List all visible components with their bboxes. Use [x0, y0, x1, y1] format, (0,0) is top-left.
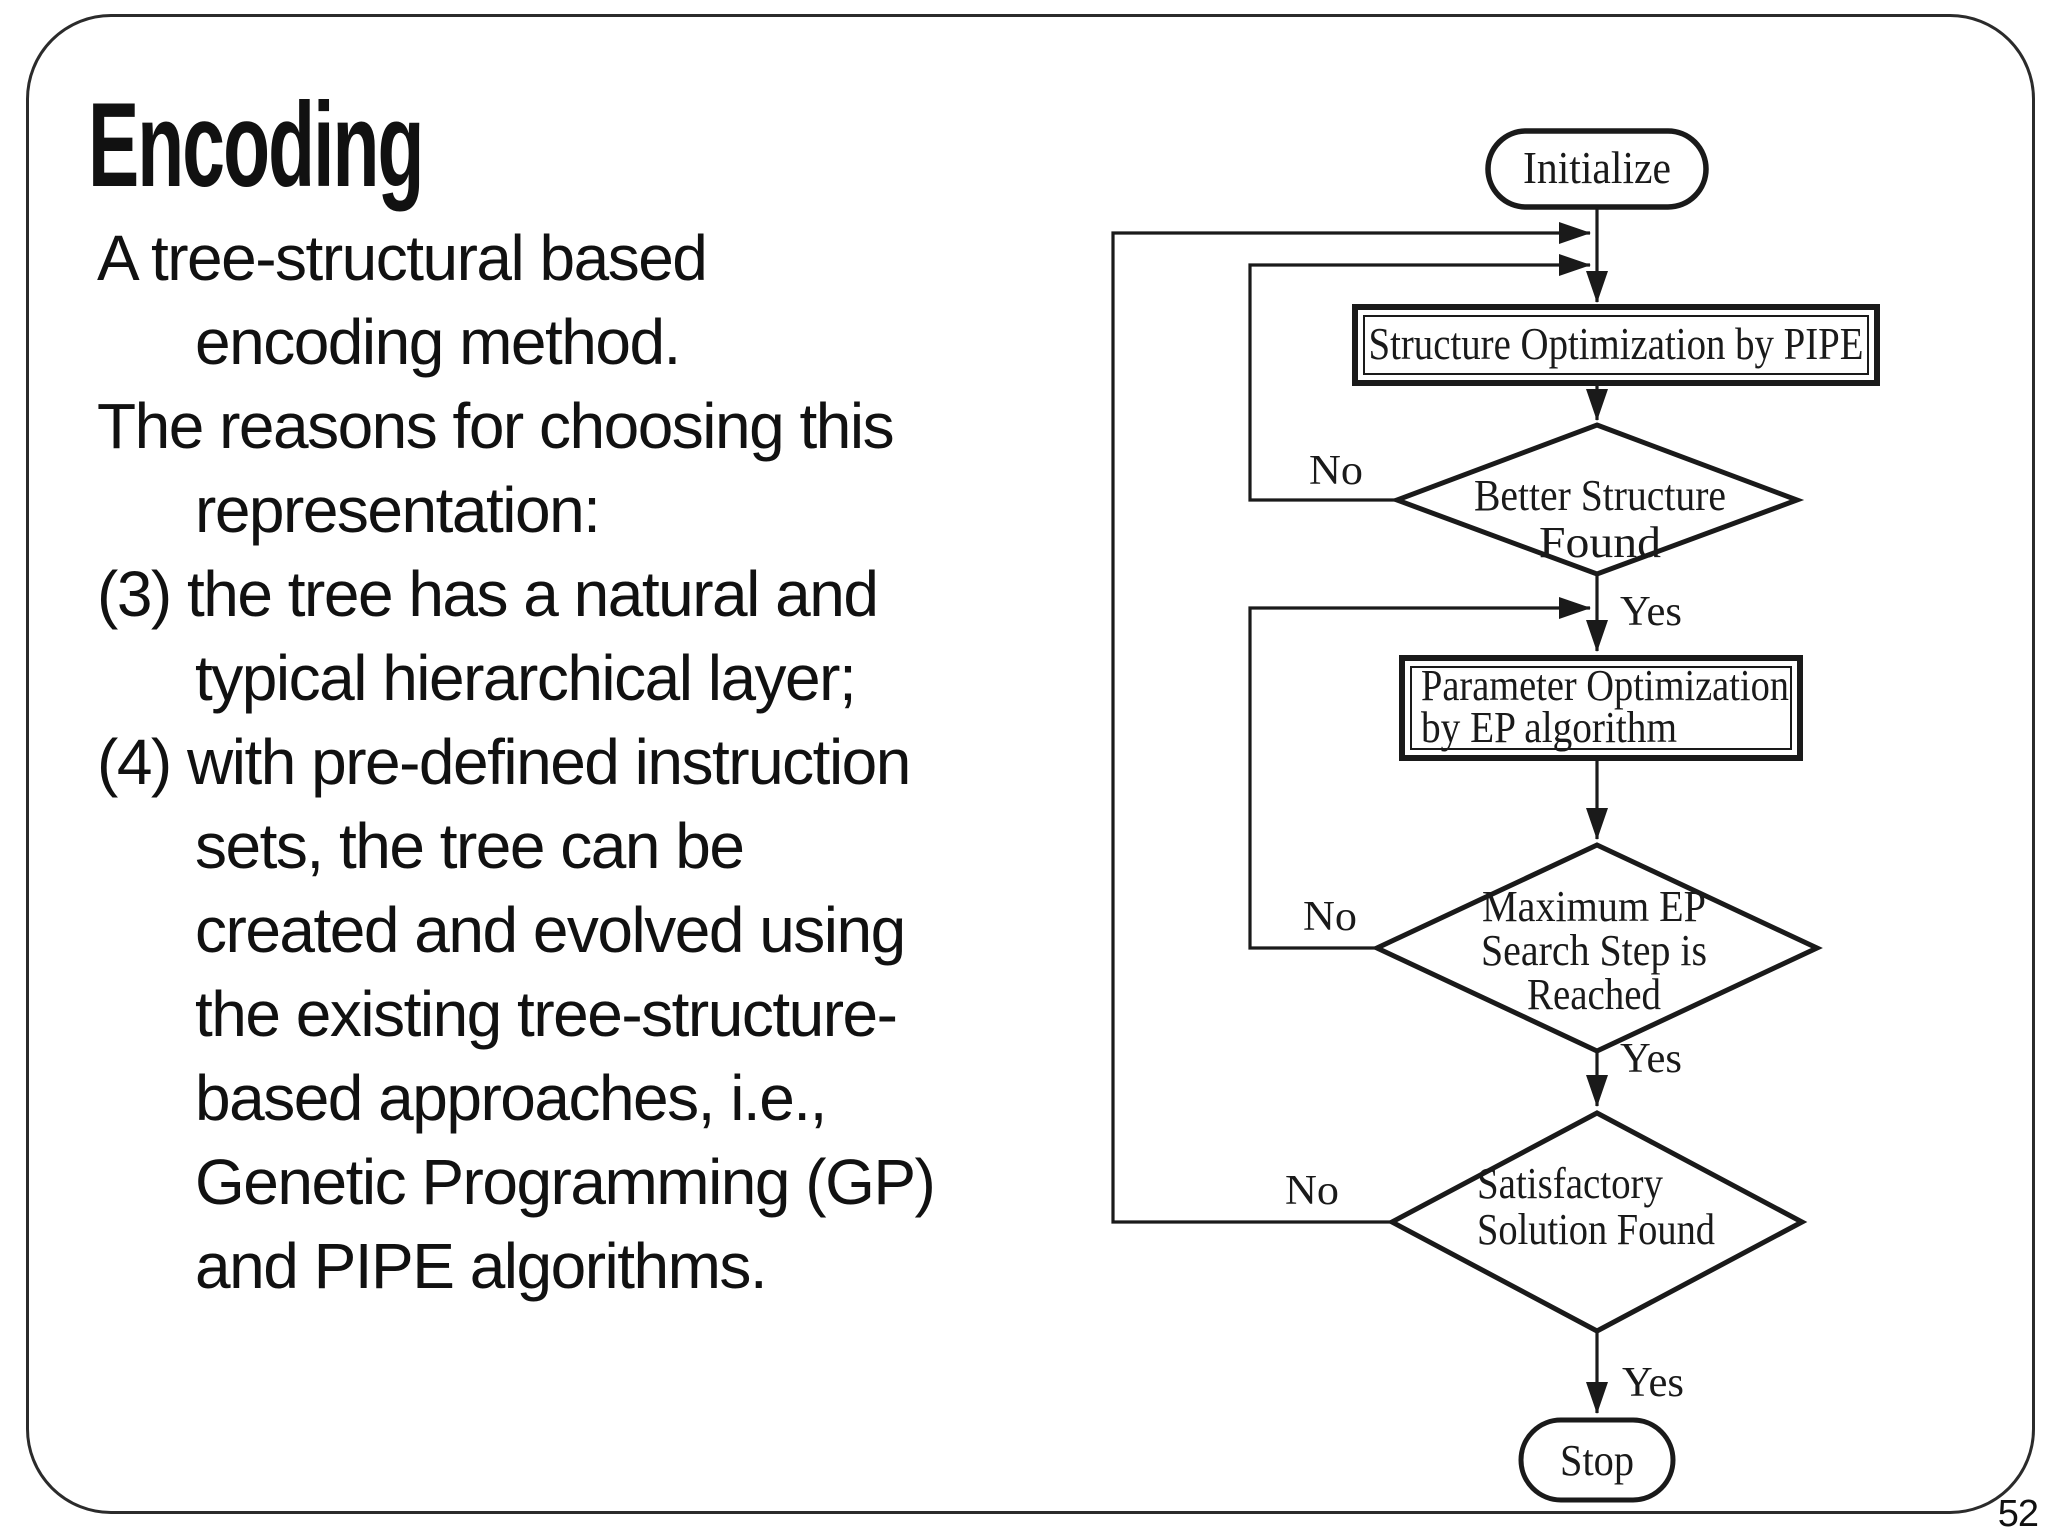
page-number: 52 — [1997, 1493, 2039, 1535]
body-text: A tree-structural based encoding method.… — [97, 216, 1107, 1308]
node-satisfactory-decision — [1386, 1110, 1808, 1334]
body-line: (4) with pre-defined instruction — [97, 726, 911, 798]
body-line: based approaches, i.e., — [195, 1062, 827, 1134]
body-line: typical hierarchical layer; — [195, 642, 857, 714]
body-line: Genetic Programming (GP) — [195, 1146, 936, 1218]
node-stop — [1518, 1417, 1676, 1503]
node-maxep-label-1: Maximum EP — [1482, 882, 1706, 931]
node-parameter-optimization-inner-border — [1410, 666, 1792, 750]
page-title: Encoding — [88, 78, 424, 212]
node-initialize — [1485, 128, 1709, 210]
slide-border — [26, 14, 2035, 1514]
label-yes-satisfactory: Yes — [1622, 1360, 1684, 1406]
body-line: created and evolved using — [195, 894, 906, 966]
node-better-structure-label-2: Found — [1539, 518, 1661, 567]
body-line: A tree-structural based — [97, 222, 708, 294]
node-stop-label: Stop — [1560, 1436, 1634, 1485]
label-no-satisfactory: No — [1285, 1168, 1339, 1214]
label-no-maxep: No — [1303, 894, 1357, 940]
node-maxep-label-2: Search Step is — [1481, 926, 1707, 975]
body-line: The reasons for choosing this — [97, 390, 895, 462]
label-yes-better: Yes — [1620, 589, 1682, 635]
node-better-structure-decision — [1389, 422, 1805, 577]
node-satisfactory-label-2: Solution Found — [1477, 1205, 1715, 1254]
body-line: the existing tree-structure- — [195, 978, 898, 1050]
node-maxep-decision — [1371, 842, 1823, 1054]
edge-maxep-no-return — [1248, 597, 1591, 950]
body-line: representation: — [195, 474, 601, 546]
label-no-better: No — [1309, 448, 1363, 494]
body-line: (3) the tree has a natural and — [97, 558, 879, 630]
node-satisfactory-label-1: Satisfactory — [1477, 1159, 1663, 1208]
body-line: and PIPE algorithms. — [195, 1230, 768, 1302]
body-line: sets, the tree can be — [195, 810, 745, 882]
node-initialize-label: Initialize — [1523, 142, 1671, 193]
edge-better-no-return — [1248, 254, 1591, 502]
node-parameter-optimization-label-2: by EP algorithm — [1421, 703, 1677, 752]
node-structure-optimization-inner-border — [1363, 315, 1869, 375]
node-maxep-label-3: Reached — [1527, 970, 1661, 1019]
node-structure-optimization-label: Structure Optimization by PIPE — [1369, 318, 1864, 369]
label-yes-maxep: Yes — [1620, 1036, 1682, 1082]
node-parameter-optimization-label-1: Parameter Optimization — [1421, 661, 1789, 710]
edge-satisfactory-no-return — [1111, 222, 1591, 1224]
body-line: encoding method. — [195, 306, 681, 378]
node-better-structure-label-1: Better Structure — [1474, 471, 1726, 520]
